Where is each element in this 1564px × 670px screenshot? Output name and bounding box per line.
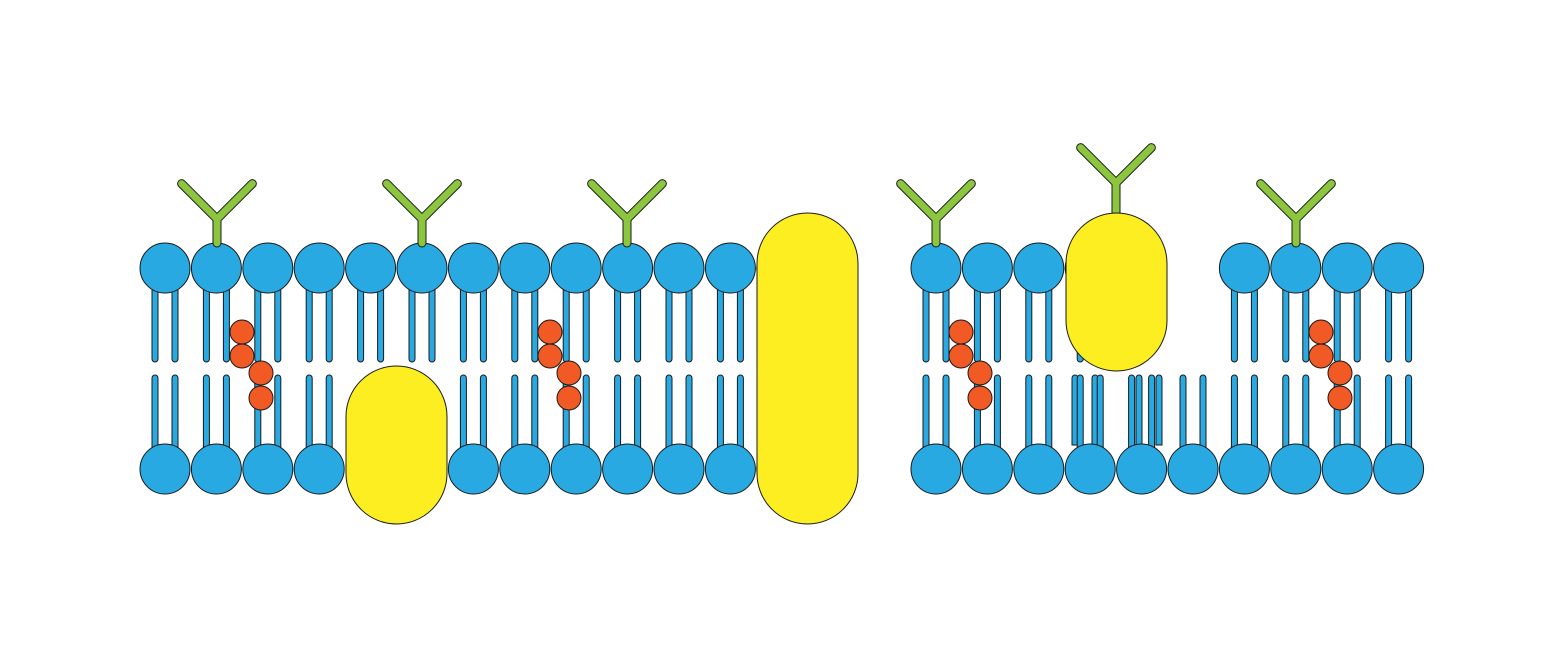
- phospholipid-head-top: [139, 242, 191, 294]
- cholesterol-bead: [1327, 360, 1353, 386]
- cholesterol-bead: [948, 343, 974, 369]
- phospholipid-head-bottom: [1321, 443, 1373, 495]
- phospholipid-head-bottom: [653, 443, 705, 495]
- phospholipid-head-bottom: [139, 443, 191, 495]
- phospholipid-head-top: [1270, 242, 1322, 294]
- phospholipid-head-top: [910, 242, 962, 294]
- phospholipid-head-bottom: [242, 443, 294, 495]
- cholesterol-cluster: [537, 319, 582, 411]
- cholesterol-bead: [1308, 319, 1334, 345]
- cholesterol-bead: [248, 385, 274, 411]
- phospholipid-head-top: [1373, 242, 1425, 294]
- glycoprotein-chain: [1076, 143, 1156, 218]
- cholesterol-bead: [556, 385, 582, 411]
- phospholipid-head-top: [1013, 242, 1065, 294]
- phospholipid-head-top: [704, 242, 756, 294]
- phospholipid-head-top: [447, 242, 499, 294]
- cholesterol-bead: [537, 319, 563, 345]
- phospholipid-head-bottom: [1373, 443, 1425, 495]
- phospholipid-head-bottom: [602, 443, 654, 495]
- phospholipid-head-bottom: [1270, 443, 1322, 495]
- cholesterol-bead: [229, 319, 255, 345]
- cholesterol-cluster: [1308, 319, 1353, 411]
- glycoprotein-chain: [587, 179, 667, 248]
- phospholipid-head-bottom: [1116, 443, 1168, 495]
- glycoprotein-chain: [1256, 179, 1336, 248]
- phospholipid-head-bottom: [190, 443, 242, 495]
- cholesterol-bead: [967, 360, 993, 386]
- phospholipid-head-bottom: [1167, 443, 1219, 495]
- phospholipid-head-top: [1218, 242, 1270, 294]
- phospholipid-head-bottom: [704, 443, 756, 495]
- phospholipid-head-bottom: [1013, 443, 1065, 495]
- phospholipid-head-top: [242, 242, 294, 294]
- cholesterol-bead: [948, 319, 974, 345]
- glycoprotein-chain: [382, 179, 462, 248]
- phospholipid-head-bottom: [910, 443, 962, 495]
- phospholipid-head-top: [396, 242, 448, 294]
- transmembrane-protein: [756, 212, 859, 525]
- glycoprotein-chain: [177, 179, 257, 248]
- peripheral-protein-top: [1065, 212, 1168, 372]
- cholesterol-bead: [229, 343, 255, 369]
- glycoproteins: [177, 143, 1336, 248]
- phospholipid-head-top: [190, 242, 242, 294]
- phospholipid-head-top: [499, 242, 551, 294]
- phospholipid-head-bottom: [293, 443, 345, 495]
- phospholipid-head-top: [1321, 242, 1373, 294]
- phospholipid-head-top: [653, 242, 705, 294]
- cholesterol-bead: [556, 360, 582, 386]
- phospholipid-head-bottom: [550, 443, 602, 495]
- cholesterol-bead: [1327, 385, 1353, 411]
- phospholipid-tail-bottom: [1135, 374, 1163, 446]
- cholesterol-bead: [967, 385, 993, 411]
- phospholipid-head-bottom: [1218, 443, 1270, 495]
- phospholipid-head-top: [293, 242, 345, 294]
- cholesterol-bead: [248, 360, 274, 386]
- peripheral-protein-bottom: [345, 365, 448, 525]
- glycoprotein-chain: [896, 179, 976, 248]
- phospholipid-head-top: [961, 242, 1013, 294]
- cholesterol-cluster: [948, 319, 993, 411]
- phospholipid-tail-bottom: [1071, 374, 1099, 446]
- phospholipid-head-bottom: [447, 443, 499, 495]
- phospholipid-head-top: [345, 242, 397, 294]
- phospholipid-head-bottom: [499, 443, 551, 495]
- phospholipid-head-bottom: [1064, 443, 1116, 495]
- cholesterol-molecules: [229, 319, 1353, 411]
- membrane-proteins: [345, 212, 1168, 525]
- phospholipid-head-top: [550, 242, 602, 294]
- cholesterol-bead: [537, 343, 563, 369]
- cholesterol-bead: [1308, 343, 1334, 369]
- phospholipid-head-top: [602, 242, 654, 294]
- cholesterol-cluster: [229, 319, 274, 411]
- phospholipid-head-bottom: [961, 443, 1013, 495]
